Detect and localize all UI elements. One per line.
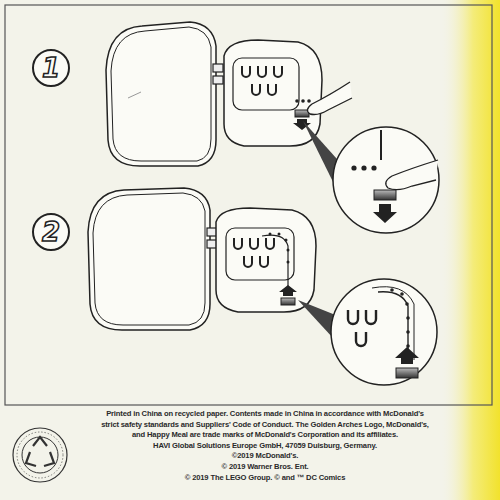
case-right-shell bbox=[295, 99, 311, 103]
case-right-shell bbox=[224, 40, 322, 146]
case-right-shell bbox=[260, 256, 268, 267]
case-right-shell bbox=[268, 84, 276, 95]
case-left-shell bbox=[93, 193, 205, 325]
case-left-shell bbox=[88, 188, 210, 330]
zoom-detail bbox=[396, 368, 418, 378]
recycle-logo bbox=[22, 437, 58, 473]
zoom-detail bbox=[366, 310, 376, 324]
case-right-shell bbox=[279, 285, 297, 296]
case-left-shell bbox=[88, 188, 210, 330]
paper-tint bbox=[440, 0, 500, 500]
zoom-detail bbox=[348, 310, 376, 346]
legal-note: HAVI Global Solutions Europe GmbH, 47059… bbox=[153, 441, 377, 452]
case-right-shell bbox=[307, 99, 311, 103]
zoom-detail bbox=[380, 130, 382, 160]
zoom-detail bbox=[351, 165, 376, 170]
case-left-shell bbox=[106, 22, 216, 166]
case-right-shell bbox=[274, 66, 282, 77]
case-right-shell bbox=[281, 298, 295, 305]
legal-note: ©2019 McDonald's. bbox=[232, 451, 298, 462]
case-left-shell bbox=[106, 22, 216, 166]
step-number: 1 bbox=[32, 49, 70, 87]
case-right-shell bbox=[287, 261, 290, 264]
case-right-shell bbox=[258, 66, 266, 77]
zoom-detail bbox=[390, 288, 410, 348]
recycle-logo bbox=[13, 428, 67, 482]
case-right-shell bbox=[242, 66, 282, 95]
case-right-shell bbox=[224, 40, 352, 146]
case-right-shell bbox=[285, 239, 288, 242]
case-right-shell bbox=[244, 256, 252, 267]
zoom-detail bbox=[406, 330, 410, 334]
zoom-detail bbox=[331, 279, 437, 385]
zoom-detail bbox=[405, 302, 409, 306]
legal-note: Printed in China on recycled paper. Cont… bbox=[106, 409, 424, 420]
recycle-logo bbox=[17, 432, 63, 478]
zoom-detail bbox=[406, 316, 410, 320]
legal-note: strict safety standards and Suppliers' C… bbox=[101, 420, 429, 431]
case-right-shell bbox=[226, 228, 294, 280]
zoom-detail bbox=[371, 165, 376, 170]
step-number-text: 2 bbox=[42, 219, 60, 245]
case-right-shell bbox=[234, 238, 242, 249]
case-right-shell bbox=[307, 82, 352, 115]
frame bbox=[5, 5, 492, 405]
recycle-logo bbox=[13, 428, 67, 482]
hinge bbox=[213, 64, 223, 72]
recycle-logo bbox=[44, 452, 54, 466]
legal-notes: Printed in China on recycled paper. Cont… bbox=[70, 409, 460, 483]
zoom-detail bbox=[390, 288, 394, 292]
case-right-shell bbox=[252, 84, 260, 95]
zoom-detail bbox=[333, 127, 439, 233]
hinge bbox=[213, 76, 223, 84]
step-number-text: 1 bbox=[42, 55, 60, 81]
zoom-detail bbox=[331, 279, 437, 385]
hinge bbox=[213, 64, 223, 84]
case-right-shell bbox=[269, 233, 272, 236]
zoom-detail bbox=[356, 332, 366, 346]
case-left-shell bbox=[128, 92, 141, 98]
zoom-detail bbox=[361, 165, 366, 170]
zoom-detail bbox=[395, 347, 419, 364]
case-left-shell bbox=[111, 27, 211, 161]
recycle-logo bbox=[26, 437, 54, 466]
case-right-shell bbox=[278, 233, 281, 236]
zoom-detail bbox=[386, 160, 438, 190]
case-right-shell bbox=[269, 233, 290, 264]
case-right-shell bbox=[216, 208, 316, 312]
case-right-shell bbox=[242, 66, 250, 77]
zoom-detail bbox=[348, 310, 358, 324]
case-right-shell bbox=[266, 238, 274, 249]
case-right-shell bbox=[262, 235, 288, 288]
case-right-shell bbox=[250, 238, 258, 249]
legal-note: © 2019 The LEGO Group. © and ™ DC Comics bbox=[185, 473, 345, 484]
case-right-shell bbox=[287, 249, 290, 252]
zoom-detail bbox=[378, 292, 408, 358]
case-right-shell bbox=[301, 99, 305, 103]
step-number: 2 bbox=[32, 213, 70, 251]
zoom-detail bbox=[374, 190, 396, 200]
zoom-detail bbox=[333, 127, 439, 233]
zoom-detail bbox=[351, 165, 356, 170]
case-right-shell bbox=[233, 58, 299, 110]
zoom-detail bbox=[400, 292, 404, 296]
paper-tint bbox=[440, 0, 500, 500]
recycle-logo bbox=[33, 437, 47, 446]
zoom-detail bbox=[373, 204, 397, 223]
case-right-shell bbox=[216, 208, 316, 312]
case-right-shell bbox=[295, 99, 299, 103]
legal-note: © 2019 Warner Bros. Ent. bbox=[222, 462, 309, 473]
recycle-logo bbox=[26, 452, 36, 466]
recycle-logo bbox=[17, 432, 63, 478]
frame bbox=[5, 5, 492, 405]
legal-note: and Happy Meal are trade marks of McDona… bbox=[132, 430, 398, 441]
case-right-shell bbox=[234, 238, 274, 267]
